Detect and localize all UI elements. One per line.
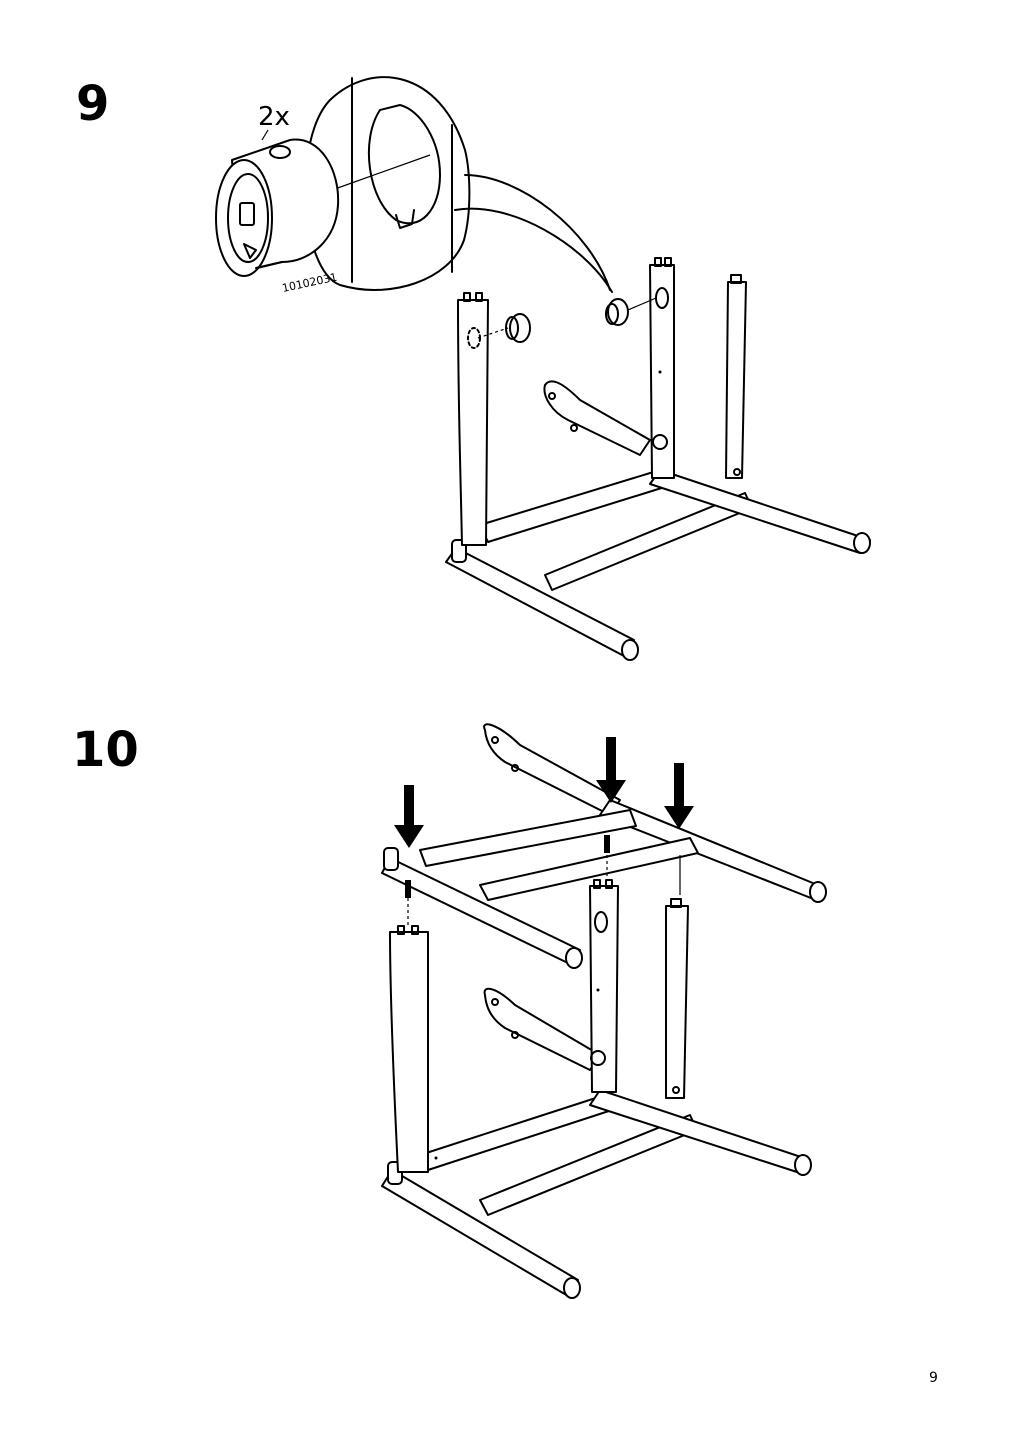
seat-frame-upper: [381, 723, 827, 969]
step-9-illustration: 2x 10102031: [215, 76, 871, 661]
dowel-left: [405, 880, 411, 898]
chair-frame-lower: [381, 879, 812, 1299]
chair-frame: [445, 257, 871, 661]
step-9-number: 9: [76, 76, 110, 132]
dowel-middle: [604, 835, 610, 853]
cam-fitting-left: [505, 313, 531, 343]
cam-fitting-right: [605, 298, 629, 326]
down-arrows: [394, 737, 694, 848]
detail-magnifier: [304, 76, 613, 293]
quantity-label: 2x: [258, 102, 290, 132]
step-10-number: 10: [72, 722, 139, 778]
cam-lock-fitting: [215, 138, 340, 277]
step-10-illustration: [381, 723, 827, 1299]
page-number: 9: [929, 1370, 938, 1386]
